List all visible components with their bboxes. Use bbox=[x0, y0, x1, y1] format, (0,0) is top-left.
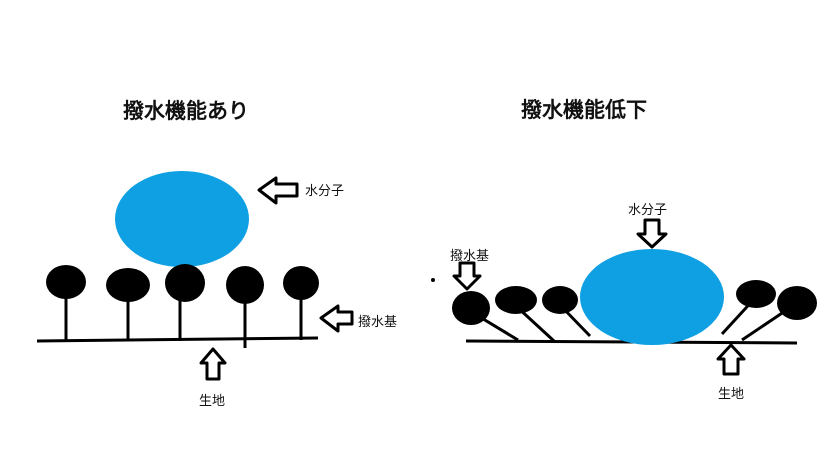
right-title: 撥水機能低下 bbox=[521, 98, 647, 122]
left-base-label: 生地 bbox=[199, 394, 226, 409]
right-repellent-heads bbox=[452, 280, 817, 325]
right-water-label: 水分子 bbox=[628, 203, 668, 218]
right-water-arrow-icon bbox=[636, 218, 668, 249]
right-base-arrow-icon bbox=[716, 343, 746, 376]
right-water-droplet bbox=[580, 249, 724, 345]
left-repellent-groups bbox=[64, 296, 303, 348]
left-base-arrow-icon bbox=[199, 347, 227, 381]
left-fabric-line bbox=[36, 336, 319, 343]
left-group-label: 撥水基 bbox=[358, 315, 398, 330]
right-group-label: 撥水基 bbox=[450, 249, 490, 264]
left-water-droplet bbox=[115, 171, 249, 267]
right-base-label: 生地 bbox=[718, 387, 745, 402]
left-panel bbox=[36, 171, 354, 381]
left-water-label: 水分子 bbox=[305, 184, 345, 199]
right-group-arrow-icon bbox=[452, 261, 482, 291]
left-repellent-heads bbox=[46, 264, 319, 304]
left-group-arrow-icon bbox=[319, 304, 354, 333]
stray-dot bbox=[431, 278, 435, 282]
left-water-arrow-icon bbox=[257, 176, 299, 205]
right-panel bbox=[431, 218, 817, 376]
left-title: 撥水機能あり bbox=[123, 99, 249, 123]
